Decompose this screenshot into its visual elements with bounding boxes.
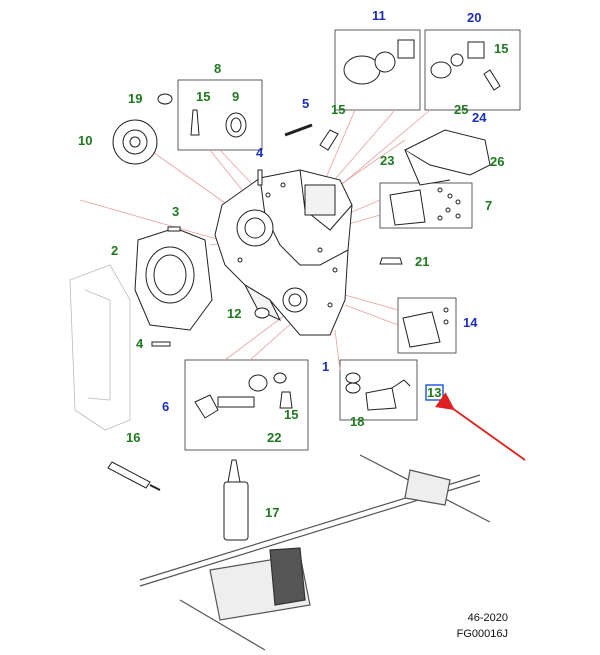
callout-8: 8 <box>214 61 221 76</box>
callout-10: 10 <box>78 133 92 148</box>
callout-18: 18 <box>350 414 364 429</box>
callout-19: 19 <box>128 91 142 106</box>
callout-22: 22 <box>267 430 281 445</box>
callout-3: 3 <box>172 204 179 219</box>
transfer-case-illustration <box>214 169 353 336</box>
drivetrain-illustration <box>139 454 491 651</box>
callout-20: 20 <box>467 10 481 25</box>
callout-5: 5 <box>302 96 309 111</box>
callout-15-box20: 15 <box>494 41 508 56</box>
callout-9: 9 <box>232 89 239 104</box>
callout-6: 6 <box>162 399 169 414</box>
callout-23: 23 <box>380 153 394 168</box>
callout-15-sensor: 15 <box>331 102 345 117</box>
callout-2: 2 <box>111 243 118 258</box>
callout-11: 11 <box>372 8 386 23</box>
callout-13: 13 <box>427 385 441 400</box>
callout-24: 24 <box>472 110 487 125</box>
callout-12: 12 <box>227 306 241 321</box>
callout-17: 17 <box>265 505 279 520</box>
adapter-plate-illustration <box>134 227 213 331</box>
part-box-8 <box>177 79 263 151</box>
callout-4-lower: 4 <box>136 336 144 351</box>
callout-15-box6: 15 <box>284 407 298 422</box>
gearbox-outline <box>69 264 131 431</box>
callout-4-upper: 4 <box>256 145 264 160</box>
callout-15-box8: 15 <box>196 89 210 104</box>
footer-figure-id: FG00016J <box>456 628 508 640</box>
callout-16: 16 <box>126 430 140 445</box>
callout-1: 1 <box>322 359 329 374</box>
footer-date-code: 46-2020 <box>467 612 508 624</box>
callout-14: 14 <box>463 315 478 330</box>
callout-21: 21 <box>415 254 429 269</box>
gear-housing-illustration <box>112 119 158 165</box>
callout-25: 25 <box>454 102 468 117</box>
callout-7: 7 <box>485 198 492 213</box>
pointer-arrow <box>435 392 526 461</box>
o-ring-19 <box>157 93 173 105</box>
callout-26: 26 <box>490 154 504 169</box>
